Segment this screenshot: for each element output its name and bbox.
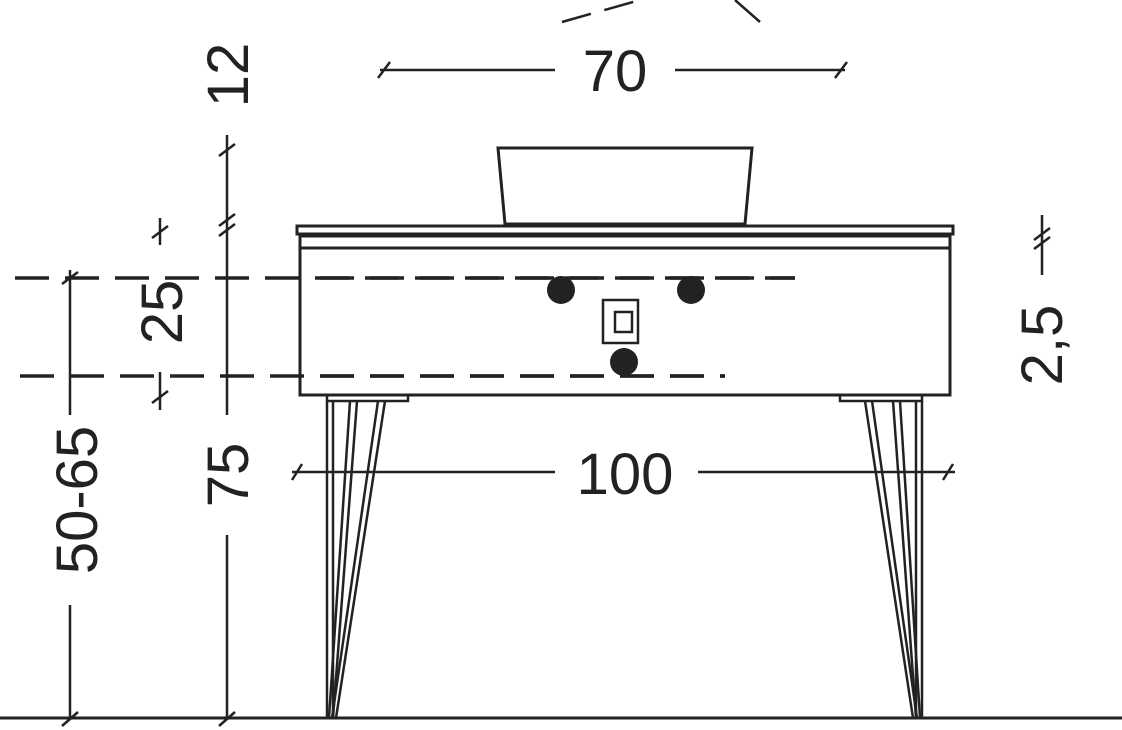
dimension-label: 50-65 — [45, 426, 110, 574]
worktop — [295, 224, 955, 236]
dimension-total-height: 75 — [196, 135, 261, 727]
cabinet-body — [298, 234, 952, 397]
dimension-connection-height: 50-65 — [45, 270, 110, 727]
dimension-worktop-thickness: 2,5 — [1010, 215, 1075, 385]
dimension-label: 2,5 — [1010, 305, 1075, 386]
dimension-label: 100 — [577, 442, 674, 507]
dimension-label: 75 — [196, 443, 261, 508]
cabinet — [295, 224, 955, 397]
drain-icon — [610, 348, 638, 376]
water-inlet-right-icon — [677, 276, 705, 304]
dimension-basin-width: 70 — [377, 39, 848, 104]
dimension-cabinet-width: 100 — [290, 442, 955, 507]
basin — [496, 146, 754, 226]
mirror-outline — [561, 0, 761, 24]
dimension-drawer-height: 25 — [130, 218, 195, 410]
leg-right — [838, 393, 924, 719]
dimension-label: 70 — [583, 39, 648, 104]
water-inlet-left-icon — [547, 276, 575, 304]
socket-icon — [601, 298, 640, 345]
dimension-basin-height-label: 12 — [196, 43, 261, 108]
dimension-label: 25 — [130, 280, 195, 345]
leg-left — [325, 393, 410, 719]
